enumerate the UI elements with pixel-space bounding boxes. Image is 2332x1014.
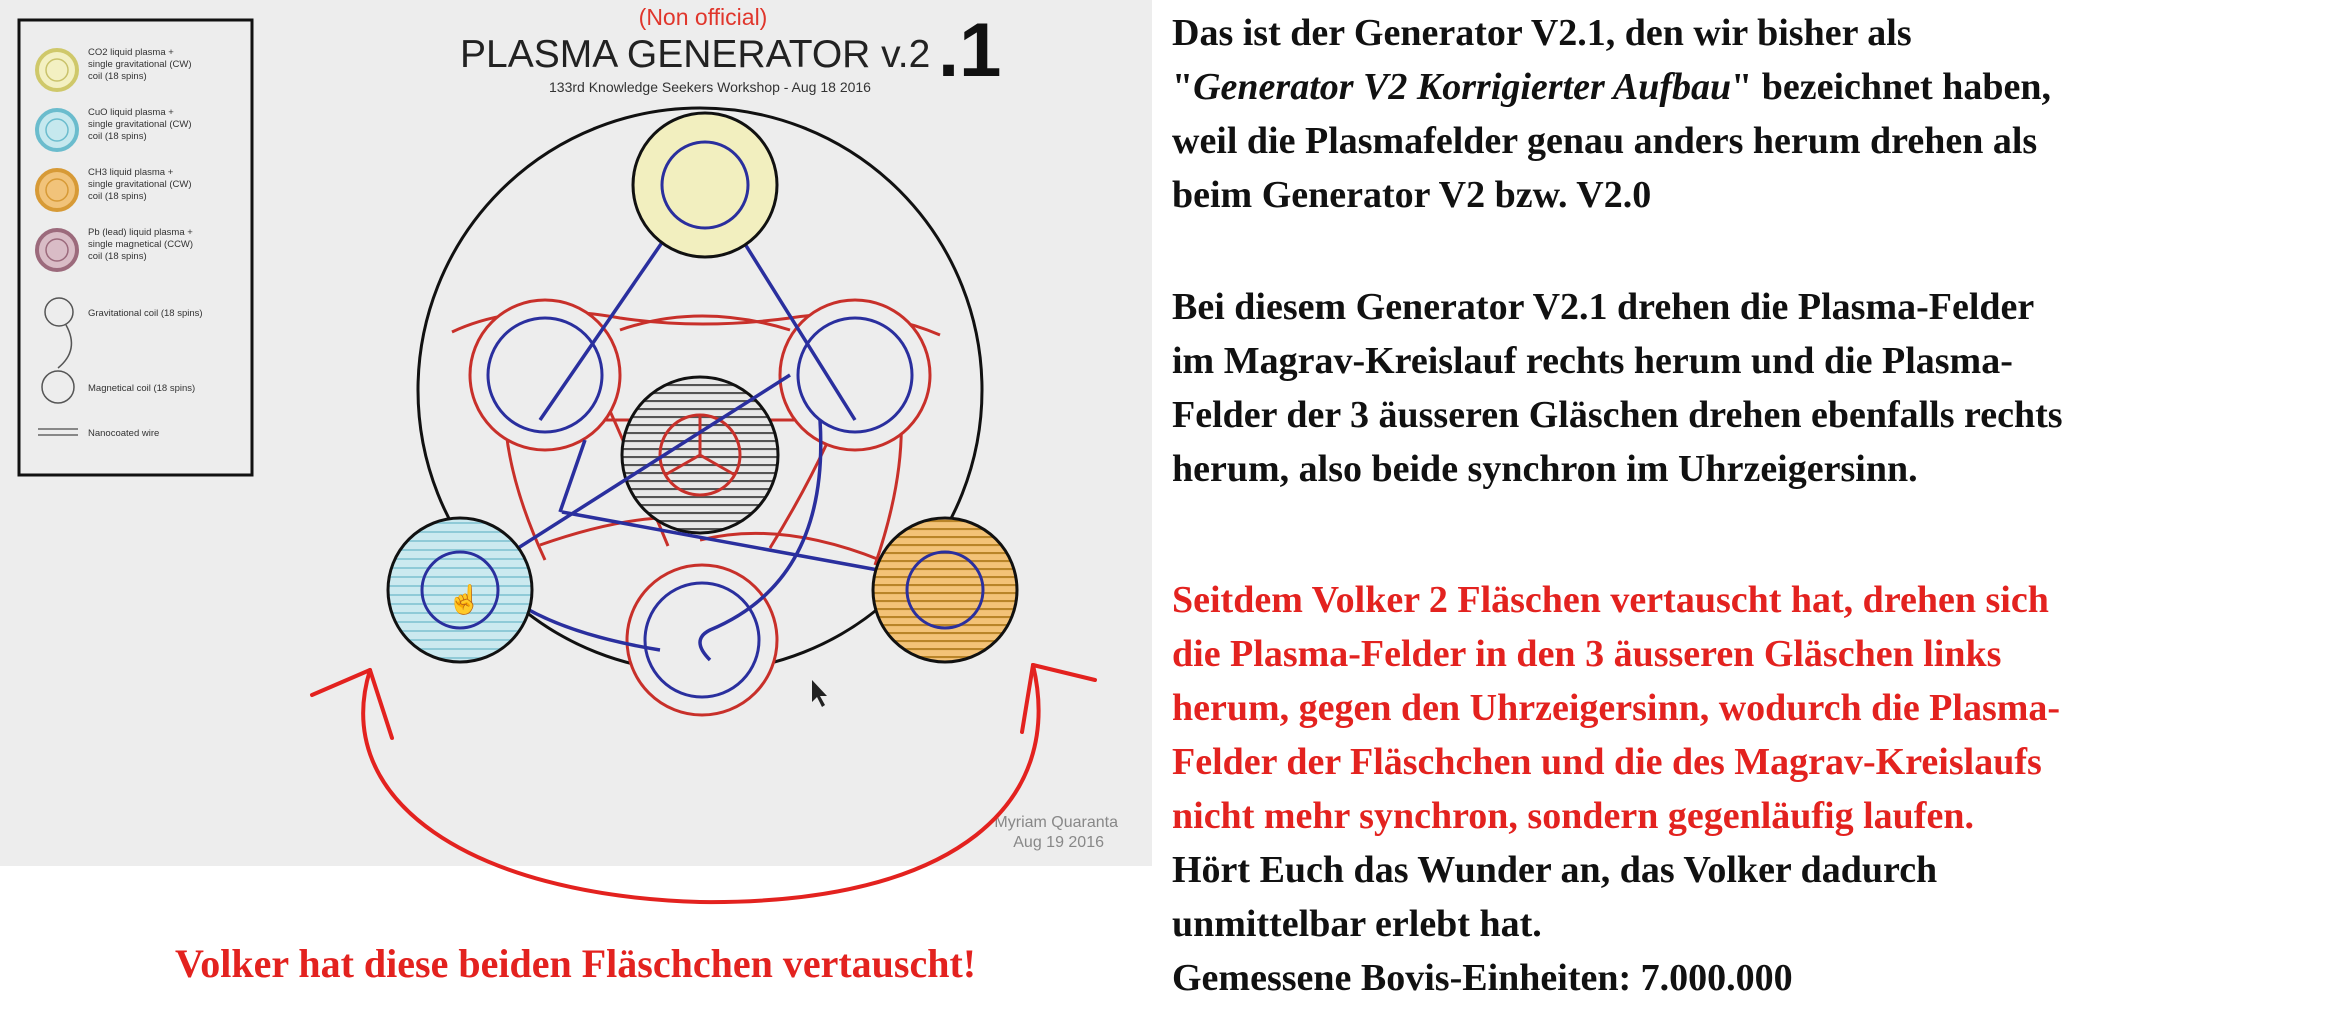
swap-line-5: nicht mehr synchron, sondern gegenläufig…: [1172, 795, 1974, 837]
rotation-line-2: im Magrav-Kreislauf rechts herum und die…: [1172, 340, 2013, 382]
author-date: Aug 19 2016: [1013, 834, 1104, 851]
swap-arrow: [310, 663, 1097, 905]
intro-line-3: weil die Plasmafelder genau anders herum…: [1172, 120, 2038, 162]
author-name: Myriam Quaranta: [994, 814, 1118, 831]
swap-caption: Volker hat diese beiden Fläschchen verta…: [175, 941, 977, 986]
center-flask: [620, 375, 780, 535]
result-line-3: Gemessene Bovis-Einheiten: 7.000.000: [1172, 957, 1793, 999]
legend-ch3-line1: CH3 liquid plasma +: [88, 167, 174, 178]
gravitational-coil-icon: [44, 297, 74, 327]
swap-line-1: Seitdem Volker 2 Fläschen vertauscht hat…: [1172, 579, 2049, 621]
coil-upper-left: [468, 298, 622, 452]
legend-co2-line2: single gravitational (CW): [88, 59, 191, 70]
legend-pb-line2: single magnetical (CCW): [88, 239, 193, 250]
legend-co2-line1: CO2 liquid plasma +: [88, 47, 174, 58]
legend-item-cuo: CuO liquid plasma + single gravitational…: [35, 107, 191, 152]
intro-paragraph: Das ist der Generator V2.1, den wir bish…: [1172, 6, 2051, 222]
legend-item-gravitational-coil: Gravitational coil (18 spins): [44, 297, 203, 369]
legend-pb-line3: coil (18 spins): [88, 251, 147, 262]
flask-yellow-top: [631, 111, 779, 259]
legend-item-co2: CO2 liquid plasma + single gravitational…: [35, 47, 191, 92]
flask-blue-left: ☝: [386, 516, 534, 664]
legend-cuo-line3: coil (18 spins): [88, 131, 147, 142]
rotation-paragraph: Bei diesem Generator V2.1 drehen die Pla…: [1172, 280, 2063, 496]
legend-cuo-line1: CuO liquid plasma +: [88, 107, 174, 118]
legend-item-magnetical-coil: Magnetical coil (18 spins): [41, 370, 195, 404]
flask-orange-right: [871, 516, 1019, 664]
diagram-subtitle: 133rd Knowledge Seekers Workshop - Aug 1…: [549, 79, 871, 95]
magnetical-coil-icon: [41, 370, 75, 404]
legend: CO2 liquid plasma + single gravitational…: [17, 18, 254, 477]
swap-paragraph: Seitdem Volker 2 Fläschen vertauscht hat…: [1172, 573, 2060, 843]
legend-gravitational-coil-label: Gravitational coil (18 spins): [88, 308, 203, 319]
legend-magnetical-coil-label: Magnetical coil (18 spins): [88, 383, 195, 394]
rotation-line-4: herum, also beide synchron im Uhrzeigers…: [1172, 448, 1918, 490]
diagram-title-suffix: .1: [938, 8, 1001, 93]
non-official-label: (Non official): [639, 4, 768, 30]
legend-item-ch3: CH3 liquid plasma + single gravitational…: [35, 167, 191, 212]
mouse-pointer-icon: [812, 680, 827, 707]
result-paragraph: Hört Euch das Wunder an, das Volker dadu…: [1172, 843, 1937, 1005]
result-line-2: unmittelbar erlebt hat.: [1172, 903, 1542, 945]
coil-upper-right: [778, 298, 932, 452]
legend-item-nanocoated-wire: Nanocoated wire: [38, 428, 159, 439]
legend-cuo-line2: single gravitational (CW): [88, 119, 191, 130]
intro-line-2: "Generator V2 Korrigierter Aufbau" bezei…: [1172, 66, 2051, 108]
legend-pb-line1: Pb (lead) liquid plasma +: [88, 227, 193, 238]
legend-co2-line3: coil (18 spins): [88, 71, 147, 82]
swap-line-2: die Plasma-Felder in den 3 äusseren Gläs…: [1172, 633, 2002, 675]
legend-nanocoated-wire-label: Nanocoated wire: [88, 428, 159, 439]
diagram-title: PLASMA GENERATOR v.2: [460, 33, 930, 76]
swap-line-4: Felder der Fläschchen und die des Magrav…: [1172, 741, 2042, 783]
legend-ch3-line3: coil (18 spins): [88, 191, 147, 202]
legend-ch3-line2: single gravitational (CW): [88, 179, 191, 190]
hand-cursor-icon: ☝: [447, 582, 482, 616]
rotation-line-3: Felder der 3 äusseren Gläschen drehen eb…: [1172, 394, 2063, 436]
swap-line-3: herum, gegen den Uhrzeigersinn, wodurch …: [1172, 687, 2061, 729]
inner-coils: [468, 298, 932, 717]
intro-line-1: Das ist der Generator V2.1, den wir bish…: [1172, 12, 1912, 54]
result-line-1: Hört Euch das Wunder an, das Volker dadu…: [1172, 849, 1938, 891]
rotation-line-1: Bei diesem Generator V2.1 drehen die Pla…: [1172, 286, 2035, 328]
legend-item-pb: Pb (lead) liquid plasma + single magneti…: [35, 227, 193, 272]
intro-line-4: beim Generator V2 bzw. V2.0: [1172, 174, 1652, 216]
